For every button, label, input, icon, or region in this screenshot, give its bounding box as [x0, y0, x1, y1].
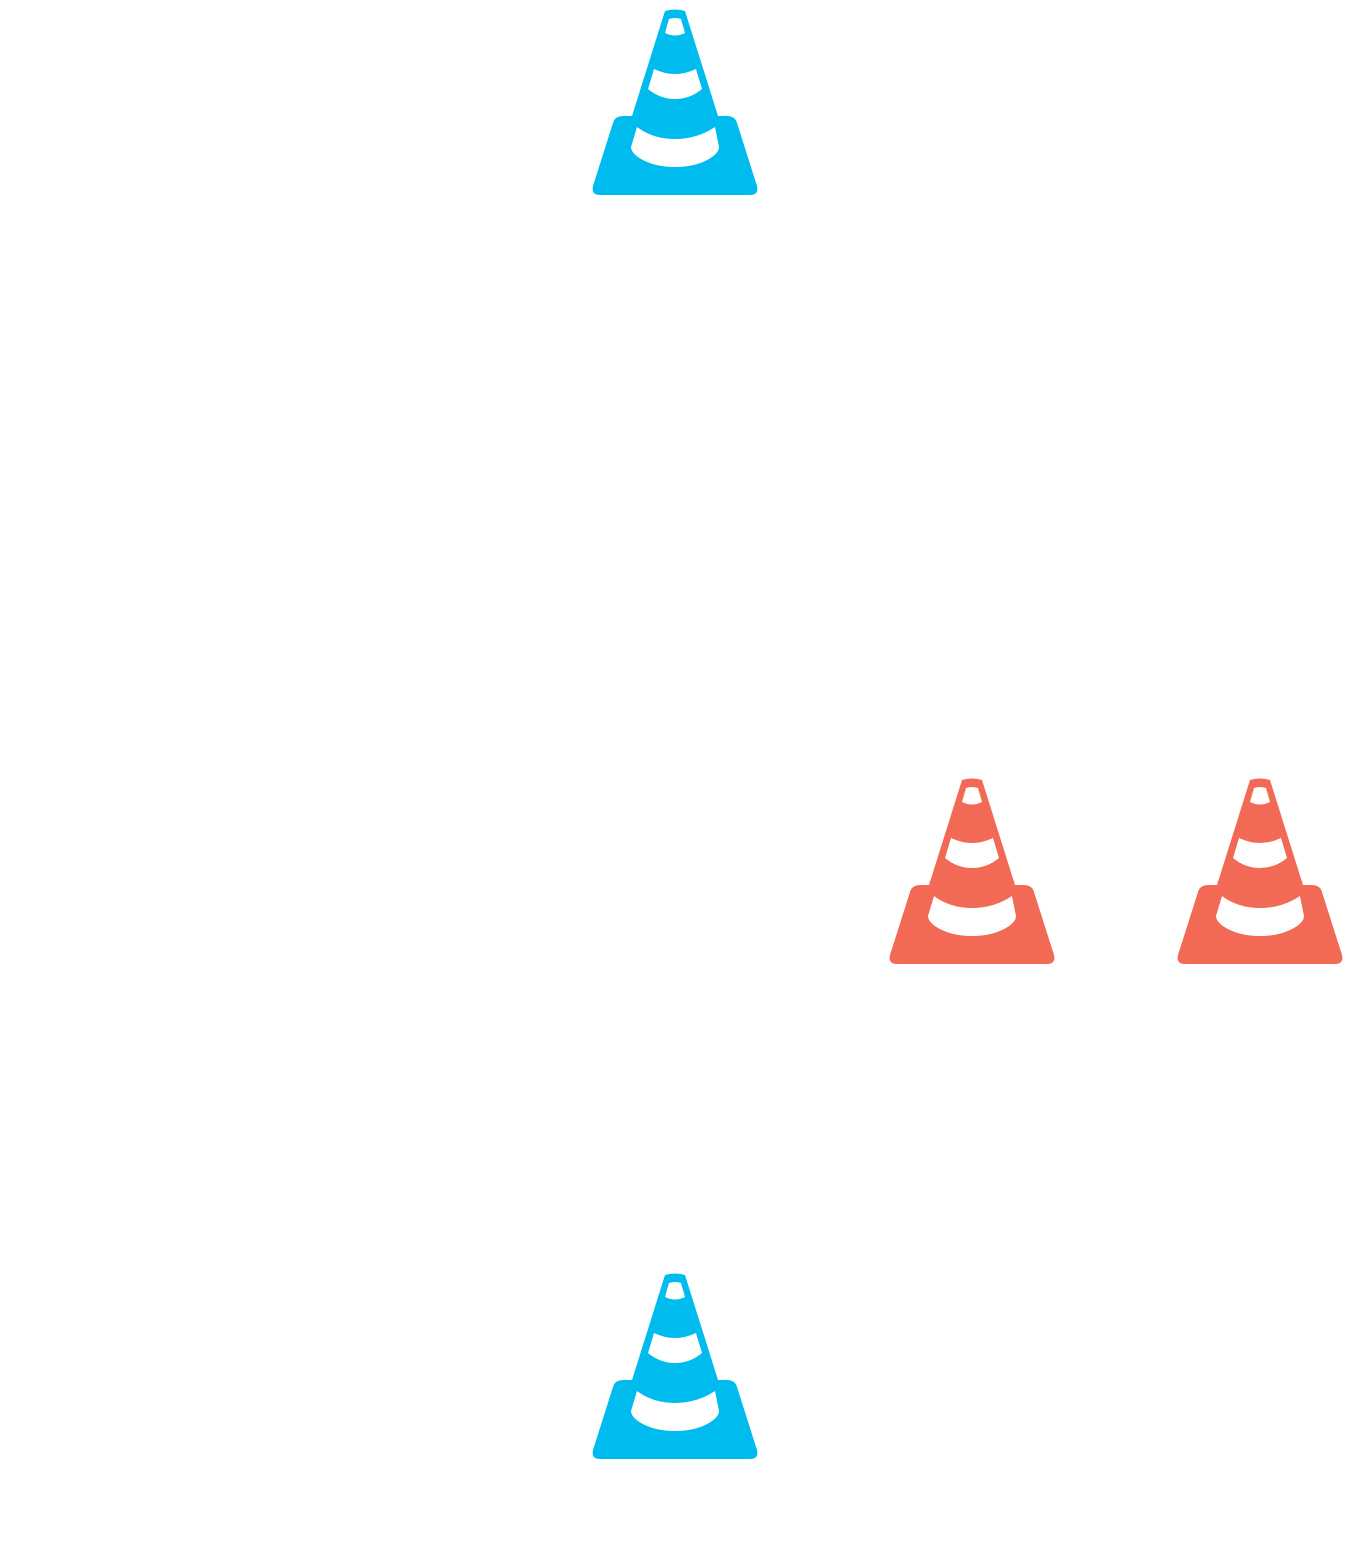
blue-cone-bottom-icon [591, 1273, 759, 1459]
red-cone-left-icon [888, 778, 1056, 964]
blue-cone-top-icon [591, 9, 759, 195]
red-cone-right-icon [1176, 778, 1344, 964]
